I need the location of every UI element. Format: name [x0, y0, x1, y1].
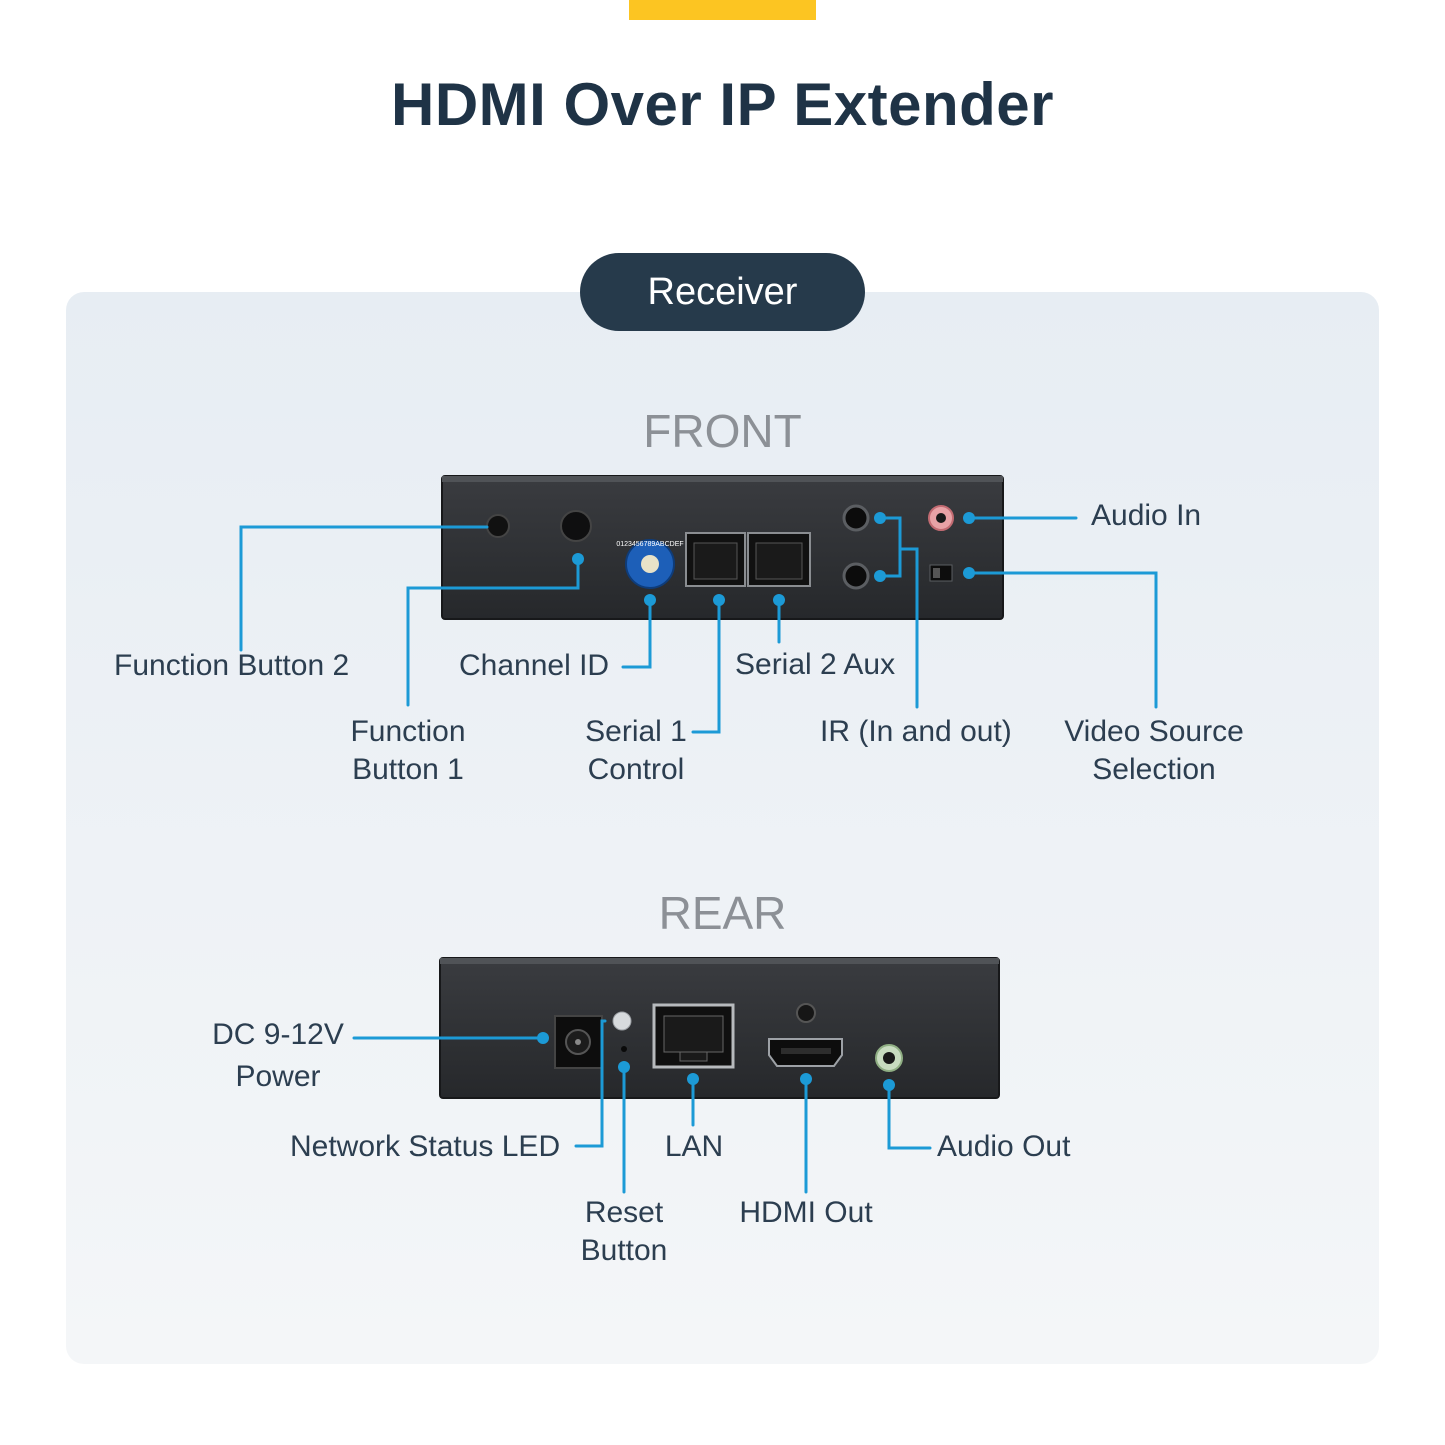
ir-in-jack-icon: [842, 504, 870, 532]
mount-screw-icon: [796, 1003, 816, 1023]
channel-dial-icon: 0123456789ABCDEF: [616, 539, 684, 589]
rear-heading: REAR: [658, 887, 787, 939]
callout-video-source: [967, 571, 1158, 709]
front-callouts: [239, 516, 1158, 734]
ir-out-jack-icon: [842, 562, 870, 590]
label-video-source-line1: Video Source: [1064, 715, 1244, 748]
label-audio-out: Audio Out: [937, 1130, 1071, 1163]
accent-bar: [629, 0, 816, 20]
function-button-1-icon: [560, 510, 592, 542]
hdmi-port-icon: [768, 1038, 843, 1067]
callout-function-button-1: [406, 557, 580, 707]
receiver-badge: Receiver: [580, 253, 865, 331]
label-audio-in: Audio In: [1091, 499, 1202, 532]
label-serial-1-line1: Serial 1: [585, 715, 687, 748]
label-serial-1-line2: Control: [587, 753, 685, 786]
label-function-button-2: Function Button 2: [114, 649, 350, 682]
page-title: HDMI Over IP Extender: [391, 71, 1054, 138]
callout-ir-down: [898, 547, 919, 709]
label-channel-id: Channel ID: [459, 649, 610, 682]
label-dc-power-line1: DC 9-12V: [212, 1018, 344, 1051]
label-function-button-1-line1: Function: [350, 715, 466, 748]
label-network-led: Network Status LED: [290, 1130, 561, 1163]
function-button-2-icon: [486, 514, 510, 538]
rear-callouts: [352, 1019, 932, 1194]
diagram-panel: [66, 292, 1379, 1364]
video-source-switch-icon: [929, 564, 953, 582]
label-hdmi-out: HDMI Out: [739, 1196, 873, 1229]
callout-serial-1: [691, 598, 721, 734]
rear-callout-dots: [537, 1032, 895, 1091]
serial-2-port-icon: [747, 532, 811, 587]
callout-audio-out: [887, 1083, 932, 1150]
label-reset-line2: Button: [580, 1234, 668, 1267]
callout-function-button-2: [239, 525, 489, 652]
label-dc-power-line2: Power: [235, 1060, 321, 1093]
rear-device: [439, 957, 1000, 1099]
label-video-source-line2: Selection: [1092, 753, 1216, 786]
serial-1-port-icon: [685, 532, 746, 587]
label-serial-2: Serial 2 Aux: [735, 648, 896, 681]
callout-ir: [878, 516, 902, 578]
callout-network-led: [574, 1019, 607, 1148]
callout-channel-id: [621, 598, 652, 669]
dc-power-jack-icon: [554, 1015, 603, 1069]
front-callout-dots: [572, 512, 975, 606]
label-ir: IR (In and out): [820, 715, 1012, 748]
audio-out-jack-icon: [875, 1044, 903, 1072]
audio-in-jack-icon: [928, 505, 954, 531]
front-device: 0123456789ABCDEF: [441, 475, 1004, 620]
reset-hole-icon: [621, 1046, 627, 1052]
channel-dial-text: 0123456789ABCDEF: [616, 541, 683, 548]
label-lan: LAN: [664, 1130, 724, 1163]
front-heading: FRONT: [643, 405, 802, 457]
label-reset-line1: Reset: [584, 1196, 664, 1229]
network-led-icon: [612, 1011, 632, 1031]
label-function-button-1-line2: Button 1: [352, 753, 464, 786]
lan-port-icon: [652, 1003, 735, 1069]
